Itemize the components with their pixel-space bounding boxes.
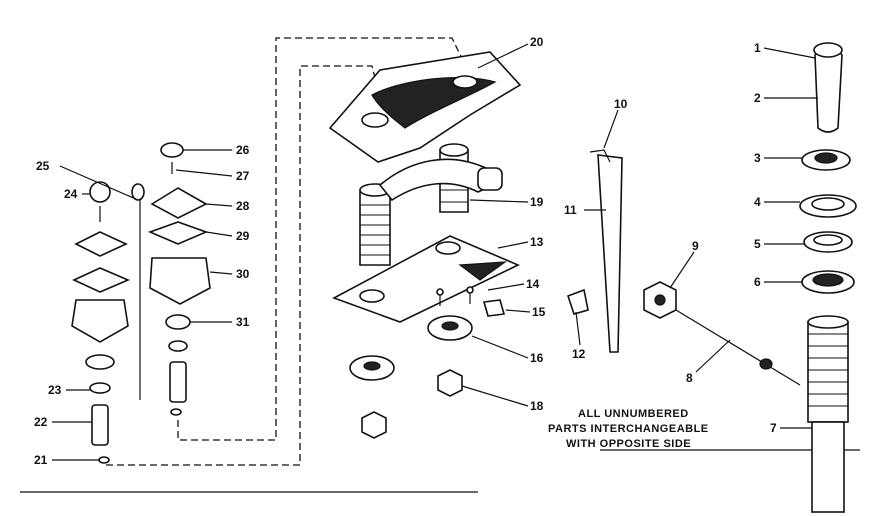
part-pivot-nut-and-rod (643, 281, 801, 386)
label-20: 20 (530, 35, 544, 49)
interchangeable-note: ALL UNNUMBERED PARTS INTERCHANGEABLE WIT… (548, 408, 709, 450)
label-7: 7 (770, 421, 777, 435)
part-top-plate (328, 51, 522, 163)
note-line-2: PARTS INTERCHANGEABLE (548, 423, 709, 435)
note-line-1: ALL UNNUMBERED (578, 408, 689, 420)
part-screws (436, 286, 474, 306)
part-number-labels: 1 2 3 4 5 6 7 8 9 10 11 12 13 14 15 16 1… (34, 35, 777, 467)
part-washer (349, 315, 473, 381)
label-23: 23 (48, 383, 62, 397)
label-6: 6 (754, 275, 761, 289)
base-lines (20, 449, 860, 493)
label-26: 26 (236, 143, 250, 157)
label-30: 30 (236, 267, 250, 281)
connection-lines (106, 37, 471, 466)
label-5: 5 (754, 237, 761, 251)
label-1: 1 (754, 41, 761, 55)
leader-lines (52, 43, 818, 461)
label-19: 19 (530, 195, 544, 209)
label-16: 16 (530, 351, 544, 365)
part-middle-stack (147, 142, 211, 416)
label-9: 9 (692, 239, 699, 253)
label-29: 29 (236, 229, 250, 243)
label-28: 28 (236, 199, 250, 213)
label-21: 21 (34, 453, 48, 467)
label-2: 2 (754, 91, 761, 105)
label-14: 14 (526, 277, 540, 291)
label-10: 10 (614, 97, 628, 111)
part-shanks-and-spout (359, 143, 503, 266)
label-15: 15 (532, 305, 546, 319)
part-nut (361, 369, 463, 439)
label-18: 18 (530, 399, 544, 413)
label-27: 27 (236, 169, 250, 183)
part-clip (482, 299, 506, 317)
part-right-stack (799, 42, 857, 513)
label-25: 25 (36, 159, 50, 173)
label-22: 22 (34, 415, 48, 429)
label-11: 11 (564, 203, 577, 217)
part-left-stack (71, 181, 145, 464)
label-8: 8 (686, 371, 693, 385)
label-13: 13 (530, 235, 544, 249)
note-line-3: WITH OPPOSITE SIDE (566, 438, 691, 450)
label-31: 31 (236, 315, 250, 329)
label-4: 4 (754, 195, 761, 209)
part-lift-rod (566, 149, 623, 353)
label-24: 24 (64, 187, 78, 201)
label-12: 12 (572, 347, 586, 361)
label-3: 3 (754, 151, 761, 165)
part-mounting-plate (332, 235, 520, 323)
